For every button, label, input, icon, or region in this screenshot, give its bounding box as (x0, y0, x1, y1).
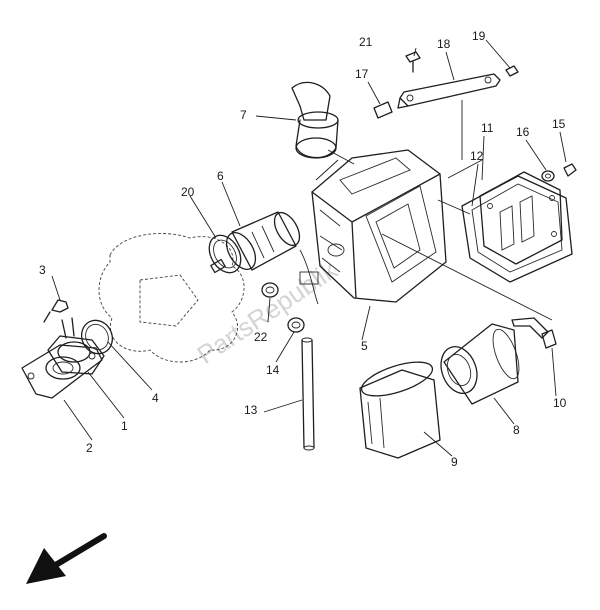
callout-14: 14 (266, 363, 280, 377)
callout-7: 7 (240, 108, 247, 122)
front-direction-arrow-icon (26, 533, 107, 584)
callout-2: 2 (86, 441, 93, 455)
grommet-part-14 (287, 317, 305, 333)
callout-1: 1 (121, 419, 128, 433)
drain-pipe-part-13 (301, 337, 315, 451)
screw-part-15 (563, 163, 577, 177)
engine-outline (98, 233, 245, 363)
bracket-part-18 (397, 73, 501, 109)
bolt-part-21 (405, 51, 421, 73)
callout-12: 12 (470, 149, 484, 163)
bolt-part-3 (43, 299, 69, 323)
bolt-part-19 (505, 65, 519, 77)
callout-15: 15 (552, 117, 566, 131)
duct-part-7 (291, 81, 339, 159)
cover-part-11 (479, 171, 563, 265)
callout-8: 8 (513, 423, 520, 437)
intake-flange-part (21, 344, 103, 399)
callout-6: 6 (217, 169, 224, 183)
callout-5: 5 (361, 339, 368, 353)
callout-3: 3 (39, 263, 46, 277)
air-filter-case-part-5 (299, 149, 447, 305)
callout-20: 20 (181, 185, 195, 199)
callout-10: 10 (553, 396, 567, 410)
callout-17: 17 (355, 67, 369, 81)
callout-labels: 1 2 3 4 5 6 7 8 9 10 11 12 13 14 15 16 1… (39, 29, 567, 469)
callout-4: 4 (152, 391, 159, 405)
clip-part-10 (511, 317, 557, 349)
callout-13: 13 (244, 403, 258, 417)
callout-22: 22 (254, 330, 268, 344)
intake-joint-part (47, 317, 105, 375)
filter-holder-part-8 (440, 323, 520, 405)
callout-18: 18 (437, 37, 451, 51)
washer-part-16 (541, 170, 555, 182)
callout-19: 19 (472, 29, 486, 43)
intake-hose-part-6 (225, 211, 301, 271)
gasket-part-12 (461, 175, 573, 283)
assembly-guide-line (315, 100, 553, 321)
callout-9: 9 (451, 455, 458, 469)
grommet-part-17 (373, 101, 393, 119)
grommet-part-22 (261, 282, 279, 298)
callout-11: 11 (481, 121, 494, 135)
leader-lines (51, 39, 567, 457)
clamp-part-4 (80, 319, 114, 355)
filter-element-part-9 (359, 361, 441, 459)
callout-21: 21 (359, 35, 373, 49)
callout-16: 16 (516, 125, 530, 139)
